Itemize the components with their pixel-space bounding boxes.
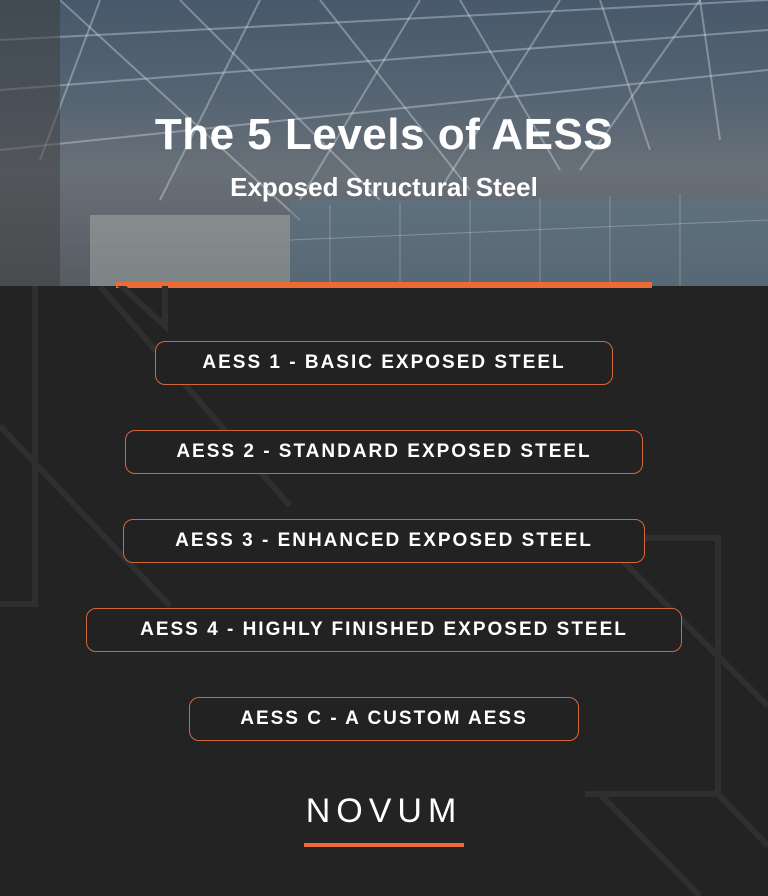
level-aess-2: AESS 2 - STANDARD EXPOSED STEEL <box>125 430 643 474</box>
brand-logo: NOVUM <box>305 792 463 830</box>
level-aess-3: AESS 3 - ENHANCED EXPOSED STEEL <box>123 519 645 563</box>
level-aess-1: AESS 1 - BASIC EXPOSED STEEL <box>155 341 613 385</box>
page-subtitle: Exposed Structural Steel <box>230 172 538 202</box>
steel-truss-photo <box>0 0 768 286</box>
page-title: The 5 Levels of AESS <box>154 110 614 159</box>
level-label: AESS 4 - HIGHLY FINISHED EXPOSED STEEL <box>140 619 628 640</box>
title-underline <box>116 282 652 288</box>
level-label: AESS 2 - STANDARD EXPOSED STEEL <box>176 441 592 462</box>
hero-banner: The 5 Levels of AESS Exposed Structural … <box>0 0 768 286</box>
level-label: AESS C - A CUSTOM AESS <box>240 708 528 729</box>
level-aess-c: AESS C - A CUSTOM AESS <box>189 697 579 741</box>
logo-underline <box>304 843 464 847</box>
background-line-pattern <box>0 286 768 896</box>
level-label: AESS 3 - ENHANCED EXPOSED STEEL <box>175 530 593 551</box>
level-aess-4: AESS 4 - HIGHLY FINISHED EXPOSED STEEL <box>86 608 682 652</box>
level-label: AESS 1 - BASIC EXPOSED STEEL <box>202 352 566 373</box>
